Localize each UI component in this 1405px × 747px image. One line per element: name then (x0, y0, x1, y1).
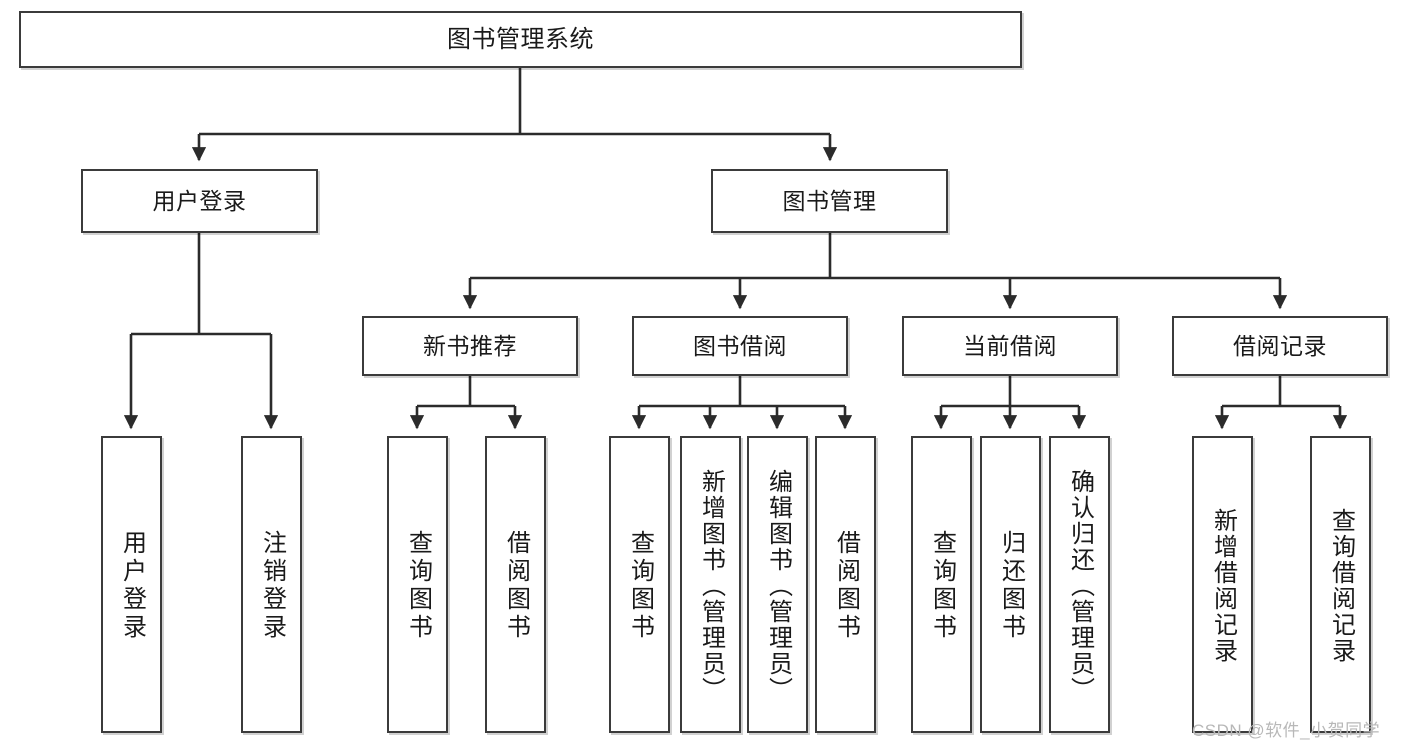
leaf-record-query-borrow-record[interactable]: 查询借阅记录 (1310, 436, 1371, 733)
node-label: 图书管理 (782, 187, 877, 214)
node-label: 查询图书 (404, 529, 432, 642)
leaf-current-query-book[interactable]: 查询图书 (911, 436, 972, 733)
node-root-book-management-system[interactable]: 图书管理系统 (19, 11, 1022, 68)
node-label: 查询借阅记录 (1327, 507, 1355, 664)
leaf-current-confirm-return-admin[interactable]: 确认归还（管理员） (1049, 436, 1110, 733)
node-label: 用户登录 (118, 529, 146, 642)
node-label: 查询图书 (928, 529, 956, 642)
leaf-borrow-query-book[interactable]: 查询图书 (609, 436, 670, 733)
node-label: 借阅图书 (832, 529, 860, 642)
node-label: 确认归还（管理员） (1066, 468, 1094, 703)
leaf-current-return-book[interactable]: 归还图书 (980, 436, 1041, 733)
node-book-borrow[interactable]: 图书借阅 (632, 316, 848, 376)
node-label: 借阅记录 (1233, 332, 1327, 359)
leaf-borrow-edit-book-admin[interactable]: 编辑图书（管理员） (747, 436, 808, 733)
csdn-watermark: CSDN @软件_小贺同学 (1192, 721, 1381, 740)
node-label: 借阅图书 (502, 529, 530, 642)
node-user-login[interactable]: 用户登录 (81, 169, 318, 233)
node-new-book-recommend[interactable]: 新书推荐 (362, 316, 578, 376)
node-label: 查询图书 (626, 529, 654, 642)
leaf-user-login-login[interactable]: 用户登录 (101, 436, 162, 733)
node-current-borrow[interactable]: 当前借阅 (902, 316, 1118, 376)
node-label: 图书借阅 (693, 332, 787, 359)
leaf-recommend-borrow-book[interactable]: 借阅图书 (485, 436, 546, 733)
node-label: 用户登录 (152, 187, 247, 214)
node-label: 图书管理系统 (447, 25, 594, 53)
node-label: 注销登录 (258, 529, 286, 642)
leaf-borrow-borrow-book[interactable]: 借阅图书 (815, 436, 876, 733)
leaf-record-add-borrow-record[interactable]: 新增借阅记录 (1192, 436, 1253, 733)
node-label: 新增借阅记录 (1209, 507, 1237, 664)
leaf-recommend-query-book[interactable]: 查询图书 (387, 436, 448, 733)
node-label: 归还图书 (997, 529, 1025, 642)
node-label: 当前借阅 (963, 332, 1057, 359)
node-label: 新书推荐 (423, 332, 517, 359)
leaf-borrow-add-book-admin[interactable]: 新增图书（管理员） (680, 436, 741, 733)
node-borrow-record[interactable]: 借阅记录 (1172, 316, 1388, 376)
node-label: 新增图书（管理员） (697, 468, 725, 703)
leaf-user-login-logout[interactable]: 注销登录 (241, 436, 302, 733)
node-label: 编辑图书（管理员） (764, 468, 792, 703)
node-book-management[interactable]: 图书管理 (711, 169, 948, 233)
